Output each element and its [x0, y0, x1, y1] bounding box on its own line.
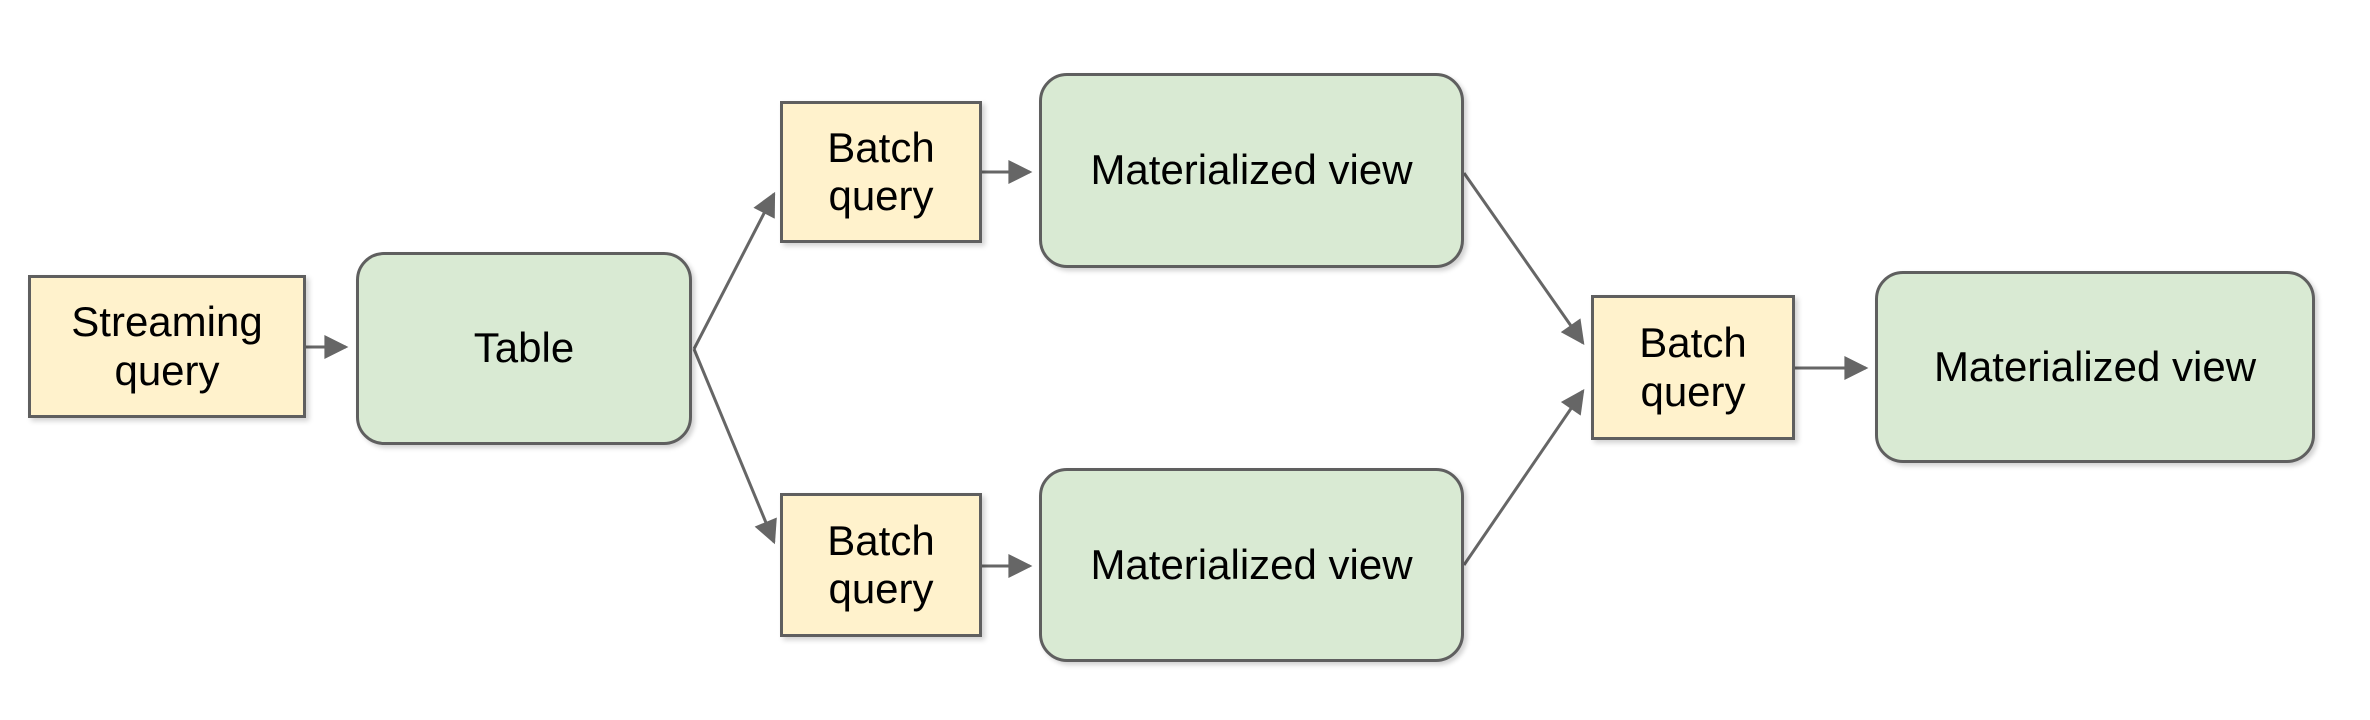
node-materialized-view-final: Materialized view	[1875, 271, 2315, 463]
node-batch-query-bottom-label: Batch query	[827, 516, 935, 612]
edge-materialized-view-bottom-to-batch-query-final	[1462, 389, 1585, 566]
node-table: Table	[356, 252, 692, 445]
node-streaming-query-label: Streaming query	[71, 298, 263, 394]
node-materialized-view-bottom-label: Materialized view	[1090, 540, 1413, 588]
node-batch-query-top-label: Batch query	[827, 123, 935, 219]
node-materialized-view-final-label: Materialized view	[1933, 342, 2257, 390]
edge-table-to-batch-query-top	[692, 191, 776, 350]
edge-materialized-view-top-to-batch-query-final	[1462, 172, 1585, 345]
node-batch-query-bottom: Batch query	[780, 493, 982, 637]
node-materialized-view-top: Materialized view	[1039, 73, 1464, 268]
node-batch-query-final: Batch query	[1591, 295, 1795, 440]
node-table-label: Table	[473, 324, 575, 372]
node-materialized-view-top-label: Materialized view	[1090, 146, 1413, 194]
edge-table-to-batch-query-bottom	[692, 348, 777, 545]
node-materialized-view-bottom: Materialized view	[1039, 468, 1464, 662]
node-batch-query-top: Batch query	[780, 101, 982, 243]
node-batch-query-final-label: Batch query	[1639, 319, 1747, 415]
node-streaming-query: Streaming query	[28, 275, 306, 418]
